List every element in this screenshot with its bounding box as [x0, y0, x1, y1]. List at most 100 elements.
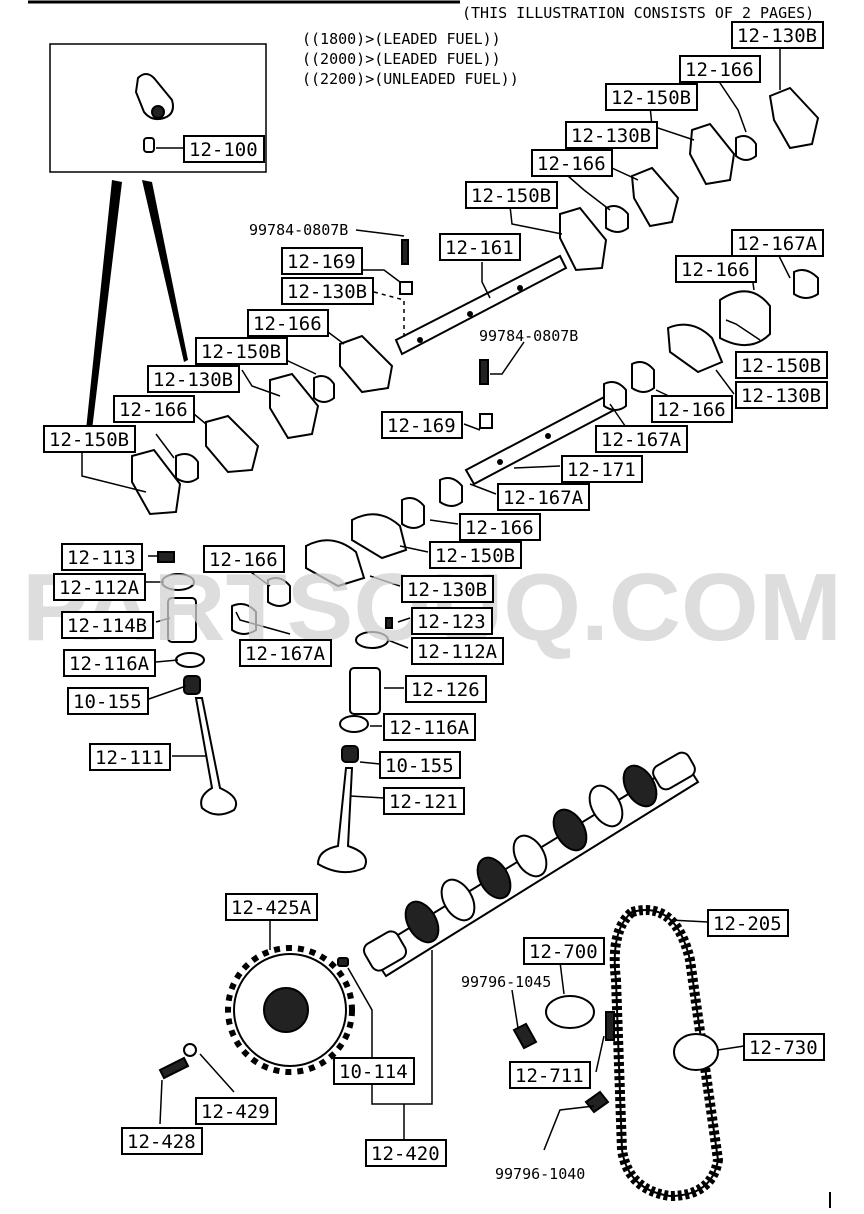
part-label-12-123[interactable]: 12-123	[411, 607, 493, 635]
part-number-text[interactable]: 12-167A	[245, 643, 326, 665]
part-label-12-700[interactable]: 12-700	[523, 937, 605, 965]
part-number-text[interactable]: 12-169	[287, 251, 356, 273]
part-number-text[interactable]: 12-166	[465, 517, 534, 539]
part-number-text[interactable]: 10-155	[385, 755, 454, 777]
part-number-text[interactable]: 12-130B	[571, 125, 651, 147]
part-number-text[interactable]: 12-166	[685, 59, 754, 81]
part-label-10-114[interactable]: 10-114	[333, 1057, 415, 1085]
part-label-12-169[interactable]: 12-169	[281, 247, 363, 275]
part-label-12-171[interactable]: 12-171	[561, 455, 643, 483]
part-label-12-167a[interactable]: 12-167A	[731, 229, 824, 257]
part-label-12-130b[interactable]: 12-130B	[731, 21, 824, 49]
part-label-99784-0807b[interactable]: 99784-0807B	[479, 327, 578, 345]
part-number-text[interactable]: 99784-0807B	[249, 221, 348, 239]
part-number-text[interactable]: 12-205	[713, 913, 782, 935]
part-number-text[interactable]: 12-166	[119, 399, 188, 421]
part-label-99796-1045[interactable]: 99796-1045	[461, 973, 551, 991]
part-label-12-205[interactable]: 12-205	[707, 909, 789, 937]
part-number-text[interactable]: 12-150B	[201, 341, 281, 363]
part-label-box[interactable]	[401, 575, 494, 603]
part-number-text[interactable]: 12-167A	[503, 487, 584, 509]
part-label-box[interactable]	[565, 121, 658, 149]
part-number-text[interactable]: 12-711	[515, 1065, 584, 1087]
part-number-text[interactable]: 12-112A	[417, 641, 498, 663]
part-label-box[interactable]	[53, 573, 146, 601]
part-label-box[interactable]	[595, 425, 688, 453]
part-label-box[interactable]	[651, 395, 733, 423]
part-label-12-150b[interactable]: 12-150B	[735, 351, 828, 379]
part-label-box[interactable]	[333, 1057, 415, 1085]
part-label-12-425a[interactable]: 12-425A	[225, 893, 318, 921]
part-label-box[interactable]	[225, 893, 318, 921]
part-label-12-429[interactable]: 12-429	[195, 1097, 277, 1125]
part-label-12-167a[interactable]: 12-167A	[497, 483, 590, 511]
part-label-box[interactable]	[459, 513, 541, 541]
part-label-12-166[interactable]: 12-166	[531, 149, 613, 177]
part-label-12-166[interactable]: 12-166	[675, 255, 757, 283]
part-label-12-121[interactable]: 12-121	[383, 787, 465, 815]
part-number-text[interactable]: 12-116A	[69, 653, 150, 675]
part-label-box[interactable]	[239, 639, 332, 667]
part-label-12-130b[interactable]: 12-130B	[565, 121, 658, 149]
part-label-12-150b[interactable]: 12-150B	[429, 541, 522, 569]
part-label-box[interactable]	[679, 55, 761, 83]
part-number-text[interactable]: 12-114B	[67, 615, 147, 637]
part-label-12-112a[interactable]: 12-112A	[411, 637, 504, 665]
part-label-box[interactable]	[247, 309, 329, 337]
part-label-box[interactable]	[405, 675, 487, 703]
part-label-12-150b[interactable]: 12-150B	[465, 181, 558, 209]
part-number-text[interactable]: 12-150B	[435, 545, 515, 567]
part-label-box[interactable]	[195, 1097, 277, 1125]
part-label-box[interactable]	[735, 381, 828, 409]
part-number-text[interactable]: 12-130B	[287, 281, 367, 303]
part-number-text[interactable]: 12-167A	[601, 429, 682, 451]
part-label-box[interactable]	[195, 337, 288, 365]
part-label-box[interactable]	[379, 751, 461, 779]
part-number-text[interactable]: 99784-0807B	[479, 327, 578, 345]
part-label-12-114b[interactable]: 12-114B	[61, 611, 154, 639]
part-number-text[interactable]: 12-130B	[407, 579, 487, 601]
part-number-text[interactable]: 12-150B	[49, 429, 129, 451]
part-label-box[interactable]	[281, 247, 363, 275]
part-label-12-116a[interactable]: 12-116A	[383, 713, 476, 741]
part-number-text[interactable]: 10-155	[73, 691, 142, 713]
part-label-box[interactable]	[743, 1033, 825, 1061]
part-label-box[interactable]	[203, 545, 285, 573]
part-label-12-166[interactable]: 12-166	[679, 55, 761, 83]
part-label-10-155[interactable]: 10-155	[379, 751, 461, 779]
part-label-box[interactable]	[731, 229, 824, 257]
part-number-text[interactable]: 12-420	[371, 1143, 440, 1165]
part-label-12-130b[interactable]: 12-130B	[401, 575, 494, 603]
part-label-box[interactable]	[411, 607, 493, 635]
part-label-12-730[interactable]: 12-730	[743, 1033, 825, 1061]
part-number-text[interactable]: 99796-1040	[495, 1165, 585, 1183]
part-label-box[interactable]	[411, 637, 504, 665]
part-number-text[interactable]: 12-111	[95, 747, 164, 769]
part-number-text[interactable]: 12-700	[529, 941, 598, 963]
part-label-box[interactable]	[497, 483, 590, 511]
part-number-text[interactable]: 99796-1045	[461, 973, 551, 991]
part-number-text[interactable]: 12-126	[411, 679, 480, 701]
part-label-box[interactable]	[61, 543, 143, 571]
part-label-12-167a[interactable]: 12-167A	[595, 425, 688, 453]
part-label-12-150b[interactable]: 12-150B	[605, 83, 698, 111]
part-number-text[interactable]: 12-150B	[741, 355, 821, 377]
part-label-12-166[interactable]: 12-166	[203, 545, 285, 573]
part-label-12-166[interactable]: 12-166	[113, 395, 195, 423]
part-label-box[interactable]	[675, 255, 757, 283]
part-number-text[interactable]: 12-429	[201, 1101, 270, 1123]
part-number-text[interactable]: 12-113	[67, 547, 136, 569]
part-number-text[interactable]: 12-166	[209, 549, 278, 571]
part-number-text[interactable]: 12-166	[681, 259, 750, 281]
part-label-box[interactable]	[707, 909, 789, 937]
part-label-box[interactable]	[381, 411, 463, 439]
part-number-text[interactable]: 12-428	[127, 1131, 196, 1153]
part-label-box[interactable]	[735, 351, 828, 379]
part-label-12-166[interactable]: 12-166	[651, 395, 733, 423]
part-label-box[interactable]	[429, 541, 522, 569]
part-number-text[interactable]: 12-166	[657, 399, 726, 421]
part-label-12-420[interactable]: 12-420	[365, 1139, 447, 1167]
part-number-text[interactable]: 12-123	[417, 611, 486, 633]
part-label-12-111[interactable]: 12-111	[89, 743, 171, 771]
part-label-12-126[interactable]: 12-126	[405, 675, 487, 703]
